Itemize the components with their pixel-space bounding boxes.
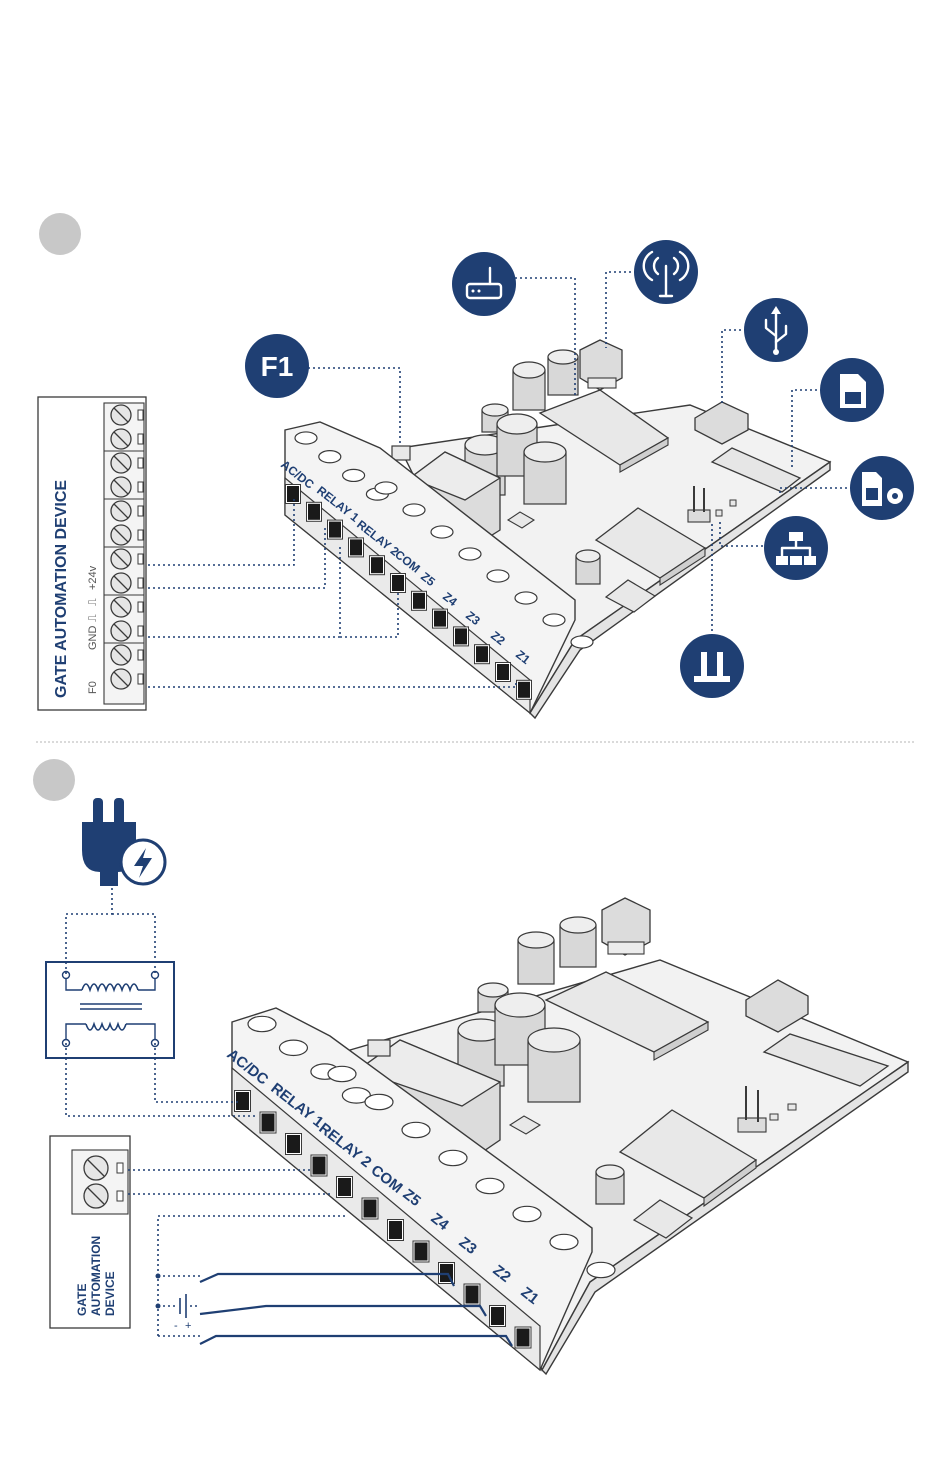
- screw-hole: [571, 636, 593, 648]
- terminal-slot: [496, 663, 511, 682]
- terminal-slot: [388, 1220, 404, 1241]
- screw-hole: [439, 1150, 467, 1165]
- terminal-slot: [433, 609, 448, 628]
- screw-hole: [403, 504, 425, 516]
- antenna-icon: [634, 240, 698, 304]
- screw-hole: [365, 1094, 393, 1109]
- capacitor: [528, 1028, 580, 1102]
- fuse: [392, 446, 410, 460]
- terminal-slot: [286, 485, 301, 504]
- step-marker-2: [33, 759, 75, 801]
- screw-hole: [476, 1178, 504, 1193]
- pin-label-pulse-1: ⎍: [87, 614, 99, 622]
- terminal-slot: [307, 502, 322, 521]
- pin-label-gnd: GND: [87, 626, 99, 651]
- terminal-slot: [311, 1155, 327, 1176]
- fuse-icon: F1: [245, 334, 309, 398]
- screw-hole: [550, 1234, 578, 1249]
- fuse-label: F1: [261, 351, 294, 382]
- antenna-connector: [580, 340, 622, 390]
- network-icon: [764, 516, 828, 580]
- screw-hole: [279, 1040, 307, 1055]
- terminal-slot: [515, 1327, 531, 1348]
- terminal-slot: [412, 591, 427, 610]
- device-box-title-line-3: DEVICE: [103, 1271, 117, 1316]
- power-plug-icon: [82, 798, 165, 886]
- screw-hole: [248, 1016, 276, 1031]
- terminal-slot: [475, 645, 490, 664]
- capacitor: [518, 932, 554, 984]
- screw-hole: [343, 469, 365, 481]
- terminal-slot: [328, 520, 343, 539]
- usb-icon: [744, 298, 808, 362]
- terminal-slot: [464, 1284, 480, 1305]
- device-box-title: GATE AUTOMATION DEVICE: [53, 480, 70, 698]
- screw-hole: [319, 451, 341, 463]
- screw-hole: [515, 592, 537, 604]
- battery-icon: - +: [174, 1294, 191, 1332]
- screw-hole: [543, 614, 565, 626]
- antenna-connector: [602, 898, 650, 955]
- step-marker-1: [39, 213, 81, 255]
- capacitor: [576, 550, 600, 584]
- router-icon: [452, 252, 516, 316]
- sim-settings-icon: [850, 456, 914, 520]
- terminal-slot: [490, 1306, 506, 1327]
- capacitor: [560, 917, 596, 967]
- terminal-slot: [454, 627, 469, 646]
- pin-label-24v: +24v: [87, 565, 99, 590]
- screw-hole: [328, 1066, 356, 1081]
- terminal-slot: [337, 1177, 353, 1198]
- capacitor: [548, 350, 578, 395]
- terminal-slot: [286, 1134, 302, 1155]
- battery-plus-label: +: [185, 1320, 191, 1332]
- screw-hole: [295, 432, 317, 444]
- device-box-title-line-2: AUTOMATION: [89, 1236, 103, 1316]
- screw-hole: [587, 1262, 615, 1277]
- screw-hole: [513, 1206, 541, 1221]
- terminal-slot: [370, 556, 385, 575]
- device-box-title-line-1: GATE: [75, 1284, 89, 1316]
- pin-label-pulse-2: ⎍: [87, 598, 99, 606]
- battery-minus-label: -: [174, 1320, 178, 1332]
- terminal-slot: [260, 1112, 276, 1133]
- terminal-slot: [362, 1198, 378, 1219]
- terminal-slot: [413, 1241, 429, 1262]
- screw-hole: [487, 570, 509, 582]
- terminal-slot: [391, 574, 406, 593]
- terminal-slot: [517, 680, 532, 699]
- sim-card-icon: [820, 358, 884, 422]
- gate-automation-device-box: GATE AUTOMATION DEVICE F0 GND ⎍ ⎍ +24v: [38, 397, 146, 710]
- screw-hole: [431, 526, 453, 538]
- screw-hole: [459, 548, 481, 560]
- capacitor: [596, 1165, 624, 1204]
- capacitor: [513, 362, 545, 410]
- capacitor: [524, 442, 566, 504]
- jumper-icon: [680, 634, 744, 698]
- panel-2: AC/DCRELAY 1RELAY 2COMZ5Z4Z3Z2Z1 GATE AU…: [33, 759, 908, 1374]
- screw-hole: [402, 1122, 430, 1137]
- fuse: [368, 1040, 390, 1056]
- terminal-slot: [349, 538, 364, 557]
- screw-hole: [375, 482, 397, 494]
- pin-label-f0: F0: [87, 681, 99, 694]
- gate-automation-device-box-2: GATE AUTOMATION DEVICE: [50, 1136, 130, 1328]
- terminal-slot: [235, 1091, 251, 1112]
